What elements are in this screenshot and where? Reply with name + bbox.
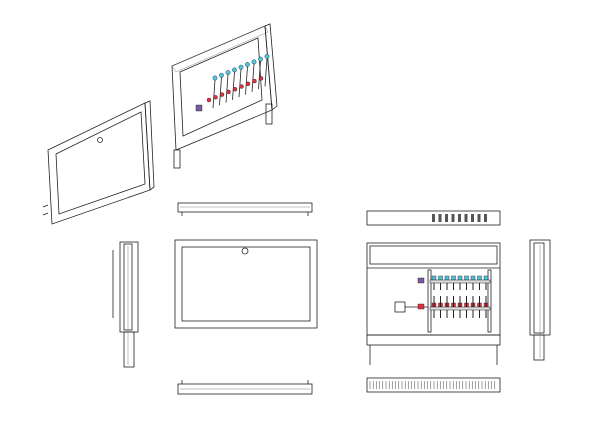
bottom-view-open xyxy=(366,377,501,393)
supply-valve xyxy=(477,275,482,281)
pump-valve xyxy=(195,104,203,112)
valve-top xyxy=(464,214,468,222)
supply-valve xyxy=(258,56,263,62)
side-view-left xyxy=(112,241,139,368)
top-view-closed xyxy=(177,202,313,216)
bottom-view-closed xyxy=(177,380,313,395)
supply-valve xyxy=(470,275,476,281)
valve-top xyxy=(458,214,461,222)
supply-valve xyxy=(219,72,224,78)
outlet-pipe xyxy=(238,69,242,98)
supply-bar xyxy=(429,279,491,284)
valve-top xyxy=(484,214,487,222)
return-ball-valve xyxy=(417,303,425,310)
supply-ball-valve xyxy=(417,277,425,284)
valve-top xyxy=(477,214,481,222)
lock-icon xyxy=(241,247,249,255)
outlet-pipe xyxy=(225,74,229,103)
valve-top xyxy=(471,214,474,222)
return-valve xyxy=(206,97,212,103)
outlet-pipe xyxy=(258,61,261,90)
supply-valve xyxy=(212,75,218,81)
outlet-pipe xyxy=(232,71,235,100)
return-valve xyxy=(252,78,257,84)
front-view-open xyxy=(366,242,501,365)
iso-open-cabinet xyxy=(171,23,278,169)
outlet-pipe xyxy=(264,58,268,87)
return-valve xyxy=(245,81,251,87)
top-view-open xyxy=(366,210,501,226)
return-valve xyxy=(258,76,264,81)
return-valve xyxy=(213,95,218,100)
supply-valve xyxy=(264,54,270,59)
supply-valve xyxy=(457,275,463,281)
valve-top xyxy=(445,214,448,222)
lock-icon xyxy=(97,137,103,143)
front-view-closed xyxy=(174,239,318,329)
valve-top xyxy=(432,214,435,222)
return-valve xyxy=(239,84,244,89)
supply-valve xyxy=(483,275,489,281)
outlet-pipe xyxy=(245,66,248,95)
supply-valve xyxy=(245,62,250,67)
iso-closed-cabinet xyxy=(42,100,155,225)
return-valve xyxy=(232,86,238,92)
supply-valve xyxy=(225,70,231,76)
supply-valve xyxy=(431,275,437,281)
outlet-pipe xyxy=(219,77,222,106)
return-valve xyxy=(226,89,231,95)
supply-valve xyxy=(232,67,237,73)
return-bar xyxy=(429,306,491,311)
outlet-pipe xyxy=(251,63,255,92)
supply-valve xyxy=(444,275,450,281)
side-view-right xyxy=(529,239,551,361)
valve-top xyxy=(438,214,442,222)
valve-top xyxy=(451,214,455,222)
supply-valve xyxy=(464,275,469,281)
supply-valve xyxy=(238,64,244,70)
outlet-pipe xyxy=(212,79,216,109)
return-valve xyxy=(219,92,225,97)
supply-valve xyxy=(451,275,456,281)
supply-valve xyxy=(251,59,257,65)
supply-valve xyxy=(438,275,443,281)
